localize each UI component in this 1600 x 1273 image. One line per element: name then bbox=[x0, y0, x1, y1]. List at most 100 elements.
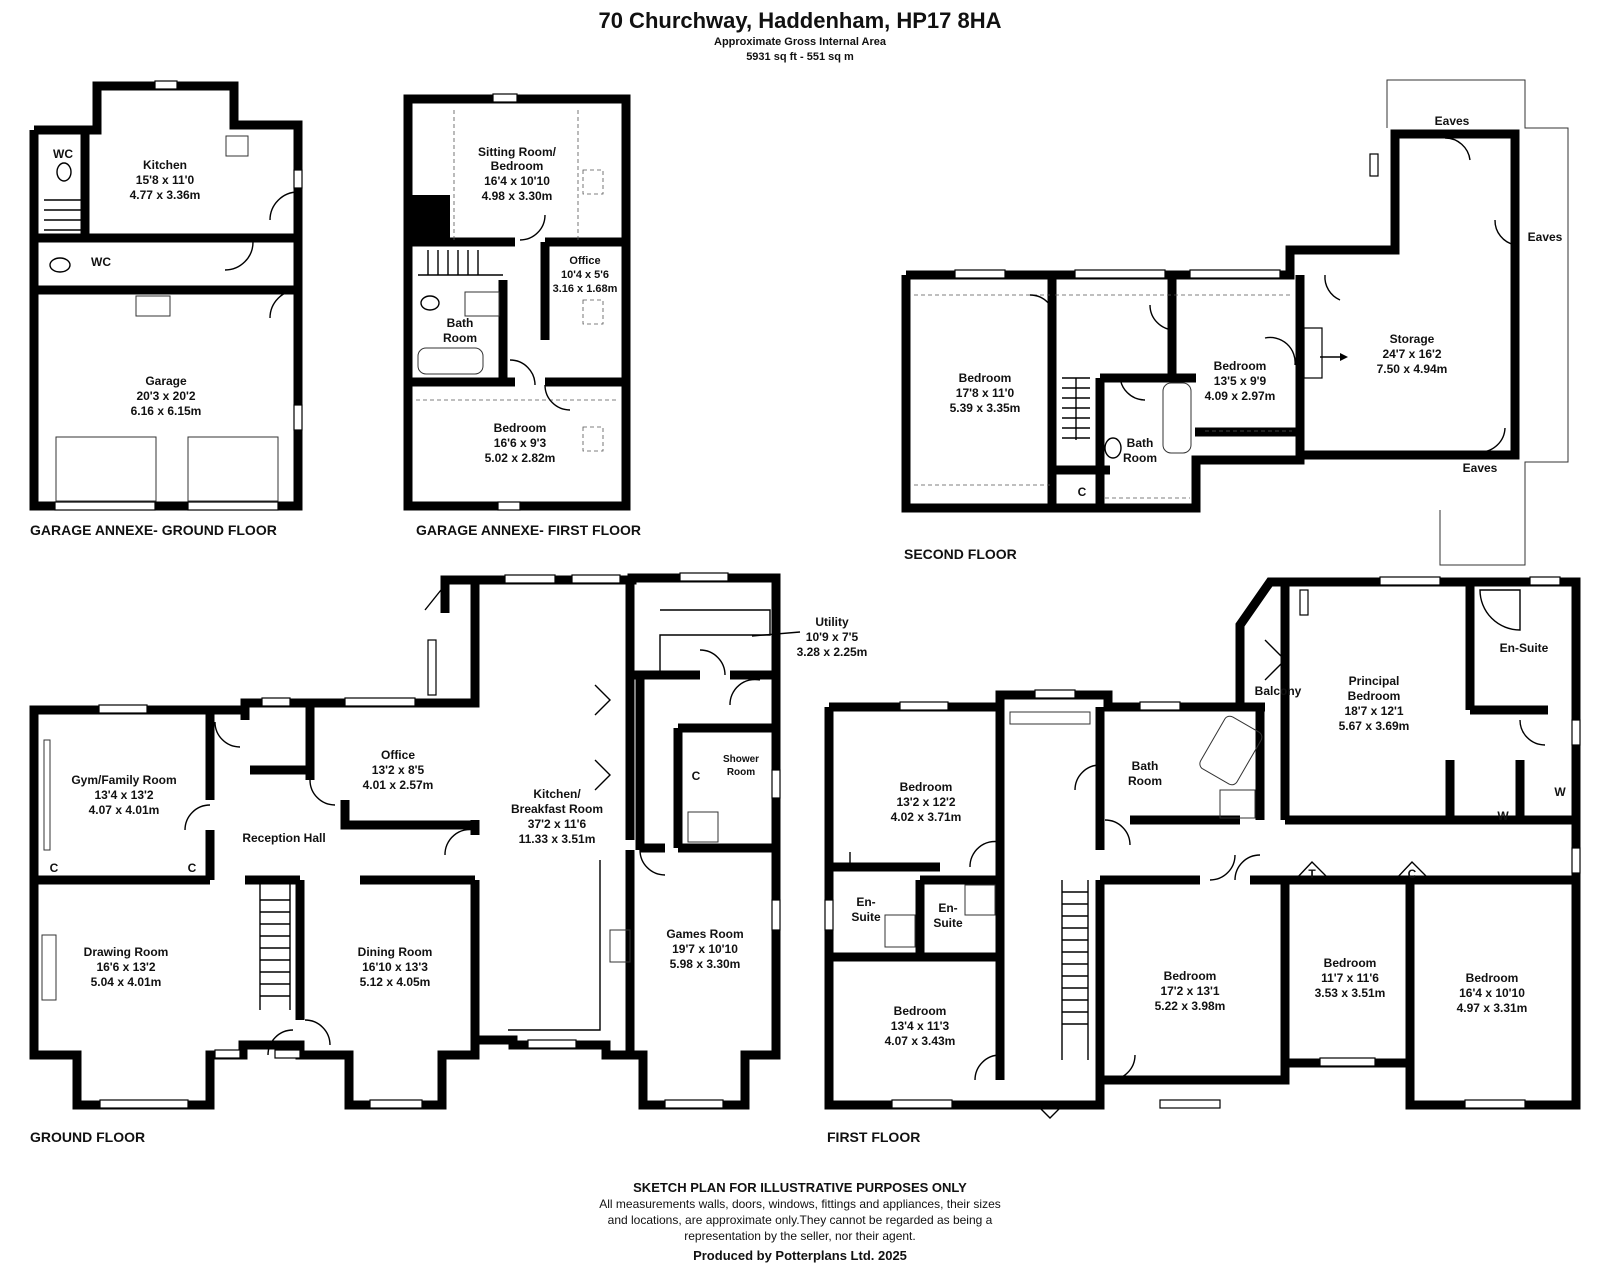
ground-games-imperial: 19'7 x 10'10 bbox=[672, 942, 738, 956]
page-title: 70 Churchway, Haddenham, HP17 8HA bbox=[598, 8, 1002, 33]
first-ensuite-2-label-1: En- bbox=[938, 901, 957, 915]
first-bedroom-4-imperial: 11'7 x 11'6 bbox=[1321, 971, 1379, 985]
second-eaves-right: Eaves bbox=[1528, 230, 1563, 244]
ground-floor-label: GROUND FLOOR bbox=[30, 1129, 145, 1145]
second-storage-imperial: 24'7 x 16'2 bbox=[1382, 347, 1441, 361]
first-bedroom-3-metric: 5.22 x 3.98m bbox=[1155, 999, 1226, 1013]
disclaimer-line-2: and locations, are approximate only.They… bbox=[607, 1213, 993, 1227]
annexe-kitchen-imperial: 15'8 x 11'0 bbox=[136, 173, 195, 187]
first-ensuite-2-label-2: Suite bbox=[933, 916, 963, 930]
ground-shower-label-1: Shower bbox=[723, 754, 759, 765]
first-ensuite-1-label-2: Suite bbox=[851, 910, 881, 924]
first-principal-imperial: 18'7 x 12'1 bbox=[1344, 704, 1403, 718]
second-bedroom-2-metric: 4.09 x 2.97m bbox=[1205, 389, 1276, 403]
first-floor: Bedroom 13'2 x 12'2 4.02 x 3.71m Bath Ro… bbox=[824, 576, 1581, 1145]
second-storage-metric: 7.50 x 4.94m bbox=[1377, 362, 1448, 376]
first-principal-metric: 5.67 x 3.69m bbox=[1339, 719, 1410, 733]
second-eaves-bottom: Eaves bbox=[1463, 461, 1498, 475]
ground-kitchen-metric: 11.33 x 3.51m bbox=[519, 832, 596, 846]
annexe-garage-metric: 6.16 x 6.15m bbox=[131, 404, 202, 418]
first-bedroom-1-label: Bedroom bbox=[900, 780, 953, 794]
ground-dining-metric: 5.12 x 4.05m bbox=[360, 975, 431, 989]
second-bath-label-1: Bath bbox=[1127, 436, 1154, 450]
annexe-kitchen-metric: 4.77 x 3.36m bbox=[130, 188, 201, 202]
ground-reception-hall-label: Reception Hall bbox=[242, 831, 325, 845]
first-bedroom-1-metric: 4.02 x 3.71m bbox=[891, 810, 962, 824]
first-ensuite-1-label-1: En- bbox=[856, 895, 875, 909]
annexe-sitting-imperial: 16'4 x 10'10 bbox=[484, 174, 550, 188]
ground-office-label: Office bbox=[381, 748, 415, 762]
ground-games-metric: 5.98 x 3.30m bbox=[670, 957, 741, 971]
ground-utility-imperial: 10'9 x 7'5 bbox=[806, 630, 859, 644]
ground-kitchen-label-1: Kitchen/ bbox=[533, 787, 581, 801]
first-principal-label-2: Bedroom bbox=[1348, 689, 1401, 703]
first-floor-label: FIRST FLOOR bbox=[827, 1129, 920, 1145]
first-bedroom-5-imperial: 16'4 x 10'10 bbox=[1459, 986, 1525, 1000]
first-bedroom-4-label: Bedroom bbox=[1324, 956, 1377, 970]
annexe-bath-label-1: Bath bbox=[447, 316, 474, 330]
first-bedroom-3-imperial: 17'2 x 13'1 bbox=[1160, 984, 1219, 998]
disclaimer-line-3: representation by the seller, nor their … bbox=[684, 1229, 916, 1243]
second-storage-label: Storage bbox=[1390, 332, 1435, 346]
annexe-sitting-metric: 4.98 x 3.30m bbox=[482, 189, 553, 203]
first-bedroom-4-metric: 3.53 x 3.51m bbox=[1315, 986, 1386, 1000]
first-balcony-label: Balcony bbox=[1255, 684, 1302, 698]
first-bedroom-5-label: Bedroom bbox=[1466, 971, 1519, 985]
ground-drawing-imperial: 16'6 x 13'2 bbox=[96, 960, 155, 974]
ground-games-label: Games Room bbox=[666, 927, 743, 941]
ground-utility-label: Utility bbox=[815, 615, 849, 629]
ground-kitchen-label-2: Breakfast Room bbox=[511, 802, 603, 816]
ground-gym-label: Gym/Family Room bbox=[71, 773, 176, 787]
ground-drawing-metric: 5.04 x 4.01m bbox=[91, 975, 162, 989]
annexe-sitting-label-2: Bedroom bbox=[491, 159, 544, 173]
second-bedroom-1-metric: 5.39 x 3.35m bbox=[950, 401, 1021, 415]
ground-kitchen-imperial: 37'2 x 11'6 bbox=[528, 817, 587, 831]
annexe-ground-floor-label: GARAGE ANNEXE- GROUND FLOOR bbox=[30, 522, 277, 538]
annexe-office-label: Office bbox=[569, 255, 600, 267]
first-cupboard-label: C bbox=[1408, 867, 1417, 881]
ground-office-metric: 4.01 x 2.57m bbox=[363, 778, 434, 792]
annexe-bedroom-imperial: 16'6 x 9'3 bbox=[494, 436, 547, 450]
annexe-ground-floor: WC Kitchen 15'8 x 11'0 4.77 x 3.36m WC G… bbox=[29, 80, 303, 538]
ground-dining-label: Dining Room bbox=[358, 945, 433, 959]
second-bedroom-2-label: Bedroom bbox=[1214, 359, 1267, 373]
first-wardrobe-2: W bbox=[1497, 809, 1509, 823]
producer-credit: Produced by Potterplans Ltd. 2025 bbox=[693, 1248, 907, 1263]
first-bath-label-2: Room bbox=[1128, 774, 1162, 788]
ground-cupboard-3: C bbox=[692, 769, 701, 783]
first-bedroom-3-label: Bedroom bbox=[1164, 969, 1217, 983]
ground-cupboard-1: C bbox=[50, 861, 59, 875]
first-bedroom-2-imperial: 13'4 x 11'3 bbox=[891, 1019, 950, 1033]
disclaimer-line-1: All measurements walls, doors, windows, … bbox=[599, 1197, 1001, 1211]
second-floor-label: SECOND FLOOR bbox=[904, 546, 1017, 562]
first-bedroom-2-label: Bedroom bbox=[894, 1004, 947, 1018]
annexe-sitting-label-1: Sitting Room/ bbox=[478, 145, 557, 159]
annexe-bath-label-2: Room bbox=[443, 331, 477, 345]
disclaimer-title: SKETCH PLAN FOR ILLUSTRATIVE PURPOSES ON… bbox=[633, 1180, 967, 1195]
annexe-bedroom-label: Bedroom bbox=[494, 421, 547, 435]
ground-shower-label-2: Room bbox=[727, 767, 755, 778]
annexe-office-metric: 3.16 x 1.68m bbox=[553, 283, 618, 295]
ground-dining-imperial: 16'10 x 13'3 bbox=[362, 960, 428, 974]
ground-gym-imperial: 13'4 x 13'2 bbox=[94, 788, 153, 802]
second-bedroom-1-label: Bedroom bbox=[959, 371, 1012, 385]
area-subtitle: Approximate Gross Internal Area bbox=[714, 36, 886, 48]
annexe-first-floor: Sitting Room/ Bedroom 16'4 x 10'10 4.98 … bbox=[403, 93, 641, 538]
second-cupboard-label: C bbox=[1078, 485, 1087, 499]
second-bedroom-2-imperial: 13'5 x 9'9 bbox=[1214, 374, 1267, 388]
second-bath-label-2: Room bbox=[1123, 451, 1157, 465]
area-total: 5931 sq ft - 551 sq m bbox=[746, 51, 854, 63]
first-wardrobe-1: W bbox=[1554, 785, 1566, 799]
annexe-wc-upper-label: WC bbox=[53, 147, 73, 161]
first-bedroom-1-imperial: 13'2 x 12'2 bbox=[896, 795, 955, 809]
ground-utility-metric: 3.28 x 2.25m bbox=[797, 645, 868, 659]
first-bath-label-1: Bath bbox=[1132, 759, 1159, 773]
annexe-wc-lower-label: WC bbox=[91, 255, 111, 269]
annexe-garage-imperial: 20'3 x 20'2 bbox=[136, 389, 195, 403]
annexe-garage-label: Garage bbox=[145, 374, 187, 388]
second-eaves-top: Eaves bbox=[1435, 114, 1470, 128]
first-bedroom-5-metric: 4.97 x 3.31m bbox=[1457, 1001, 1528, 1015]
first-principal-label-1: Principal bbox=[1349, 674, 1400, 688]
ground-floor: Gym/Family Room 13'4 x 13'2 4.07 x 4.01m… bbox=[29, 572, 868, 1145]
